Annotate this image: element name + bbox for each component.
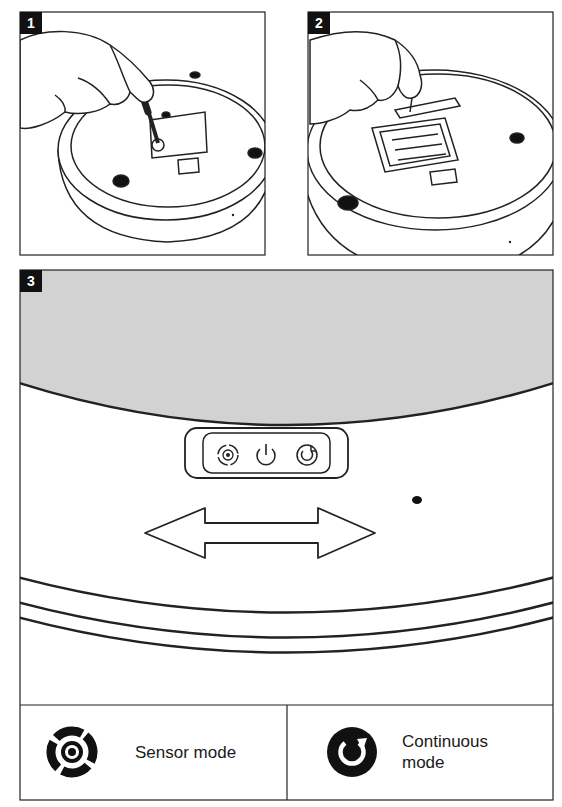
continuous-mode-icon — [327, 727, 377, 777]
panel-one-drawing — [20, 32, 265, 242]
legend-label: Sensor mode — [135, 742, 236, 763]
panel-two-drawing — [308, 32, 553, 255]
step-number: 1 — [20, 12, 42, 34]
legend-label: Continuous mode — [402, 731, 522, 773]
sensor-mode-icon — [42, 722, 101, 781]
step-number: 3 — [20, 270, 42, 292]
step-number: 2 — [308, 12, 330, 34]
panel-three-drawing — [20, 270, 553, 653]
